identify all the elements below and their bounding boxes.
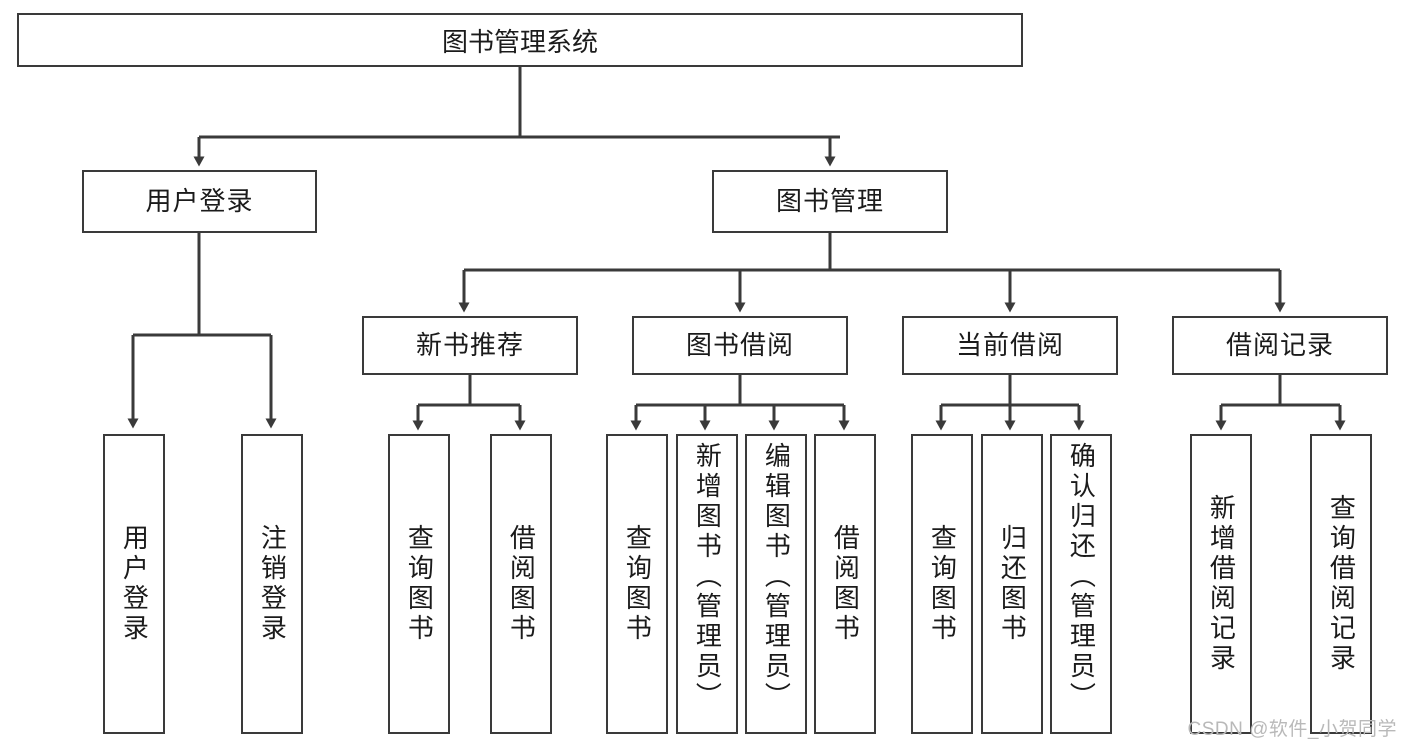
- node-leaf-borrow-book-recommend[interactable]: 借阅图书: [490, 434, 552, 734]
- node-new-book-recommend[interactable]: 新书推荐: [362, 316, 578, 375]
- node-leaf-confirm-return-admin-label: 确认归还（管理员）: [1066, 442, 1097, 712]
- node-leaf-confirm-return-admin[interactable]: 确认归还（管理员）: [1050, 434, 1112, 734]
- node-borrow-records[interactable]: 借阅记录: [1172, 316, 1388, 375]
- node-current-borrow[interactable]: 当前借阅: [902, 316, 1118, 375]
- node-leaf-add-borrow-record[interactable]: 新增借阅记录: [1190, 434, 1252, 734]
- node-user-login[interactable]: 用户登录: [82, 170, 317, 233]
- node-book-borrow-label: 图书借阅: [685, 329, 794, 360]
- node-leaf-query-borrow-record[interactable]: 查询借阅记录: [1310, 434, 1372, 734]
- node-root-label: 图书管理系统: [441, 26, 598, 57]
- node-leaf-query-book-borrow-label: 查询图书: [622, 524, 653, 644]
- node-leaf-add-borrow-record-label: 新增借阅记录: [1206, 494, 1237, 674]
- node-leaf-borrow-book-recommend-label: 借阅图书: [506, 524, 537, 644]
- node-leaf-query-book-current[interactable]: 查询图书: [911, 434, 973, 734]
- node-leaf-user-login-label: 用户登录: [119, 524, 150, 644]
- node-leaf-edit-book-admin-label: 编辑图书（管理员）: [761, 442, 792, 712]
- node-leaf-query-book-recommend-label: 查询图书: [404, 524, 435, 644]
- node-borrow-records-label: 借阅记录: [1225, 329, 1334, 360]
- node-leaf-return-book[interactable]: 归还图书: [981, 434, 1043, 734]
- node-leaf-query-book-recommend[interactable]: 查询图书: [388, 434, 450, 734]
- node-leaf-borrow-book[interactable]: 借阅图书: [814, 434, 876, 734]
- node-user-login-label: 用户登录: [145, 185, 254, 216]
- node-leaf-query-book-current-label: 查询图书: [927, 524, 958, 644]
- node-book-management[interactable]: 图书管理: [712, 170, 948, 233]
- node-leaf-query-book-borrow[interactable]: 查询图书: [606, 434, 668, 734]
- node-leaf-user-login[interactable]: 用户登录: [103, 434, 165, 734]
- node-root[interactable]: 图书管理系统: [17, 13, 1023, 67]
- node-leaf-logout[interactable]: 注销登录: [241, 434, 303, 734]
- csdn-watermark: CSDN @软件_小贺同学: [1187, 719, 1397, 740]
- node-new-book-recommend-label: 新书推荐: [415, 329, 524, 360]
- node-leaf-edit-book-admin[interactable]: 编辑图书（管理员）: [745, 434, 807, 734]
- node-leaf-query-borrow-record-label: 查询借阅记录: [1326, 494, 1357, 674]
- node-leaf-return-book-label: 归还图书: [997, 524, 1028, 644]
- node-leaf-logout-label: 注销登录: [257, 524, 288, 644]
- node-current-borrow-label: 当前借阅: [955, 329, 1064, 360]
- node-book-borrow[interactable]: 图书借阅: [632, 316, 848, 375]
- node-leaf-borrow-book-label: 借阅图书: [830, 524, 861, 644]
- node-leaf-add-book-admin-label: 新增图书（管理员）: [692, 442, 723, 712]
- node-book-management-label: 图书管理: [775, 185, 884, 216]
- node-leaf-add-book-admin[interactable]: 新增图书（管理员）: [676, 434, 738, 734]
